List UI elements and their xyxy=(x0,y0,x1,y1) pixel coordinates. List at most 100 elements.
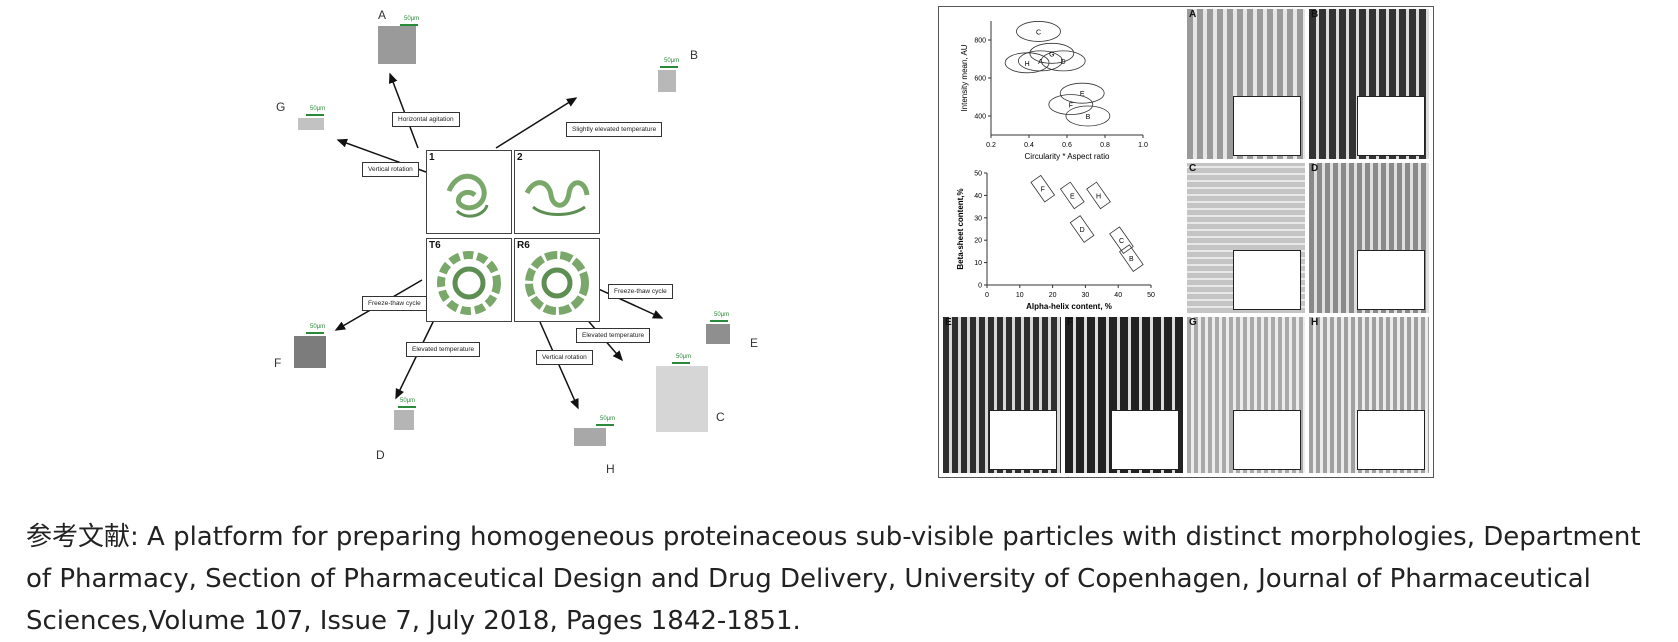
scale-label: 50μm xyxy=(676,354,692,360)
series-box-e xyxy=(1059,181,1085,210)
particle-thumbnail-e xyxy=(706,324,730,344)
arrow-h xyxy=(539,321,579,410)
x-tick-label: 0 xyxy=(985,292,989,299)
micrograph-panel-f: F xyxy=(1065,317,1183,473)
micrograph-panel-g: G xyxy=(1187,317,1305,473)
x-tick-label: 0.6 xyxy=(1062,142,1072,149)
y-axis-label: Beta-sheet content,% xyxy=(956,188,965,269)
series-label-g: G xyxy=(1049,51,1054,58)
particle-label-d: D xyxy=(376,448,385,462)
protein-panel-label: R6 xyxy=(517,240,530,251)
protein-particle-diagram: 1 2 T6 R6 Horizontal agitation Slightly … xyxy=(270,0,770,480)
series-ellipse-f xyxy=(1048,94,1094,115)
scale-label: 50μm xyxy=(714,312,730,318)
reference-caption: 参考文献: A platform for preparing homogeneo… xyxy=(26,522,1641,636)
size-distribution-inset xyxy=(1357,96,1425,156)
scale-label: 50μm xyxy=(400,398,416,404)
scale-label: 50μm xyxy=(310,106,326,112)
micrograph-panel-e: E xyxy=(943,317,1061,473)
protein-panel-label: T6 xyxy=(429,240,441,251)
arrow-d xyxy=(395,319,435,400)
particle-label-b: B xyxy=(690,48,699,62)
particle-thumbnail-g xyxy=(298,118,324,130)
size-distribution-inset xyxy=(1111,410,1179,470)
scale-bar xyxy=(400,24,418,26)
micrograph-panel-b: B xyxy=(1309,9,1429,159)
protein-panel-t6: T6 xyxy=(426,238,512,322)
micrograph-label: A xyxy=(1189,9,1197,20)
arrow-b xyxy=(495,97,578,149)
series-box-c xyxy=(1109,226,1134,255)
micrograph-panel-a: A xyxy=(1187,9,1305,159)
series-label-e: E xyxy=(1080,91,1085,98)
series-label-c: C xyxy=(1036,29,1041,36)
condition-slightly-elevated-temperature: Slightly elevated temperature xyxy=(566,122,663,137)
x-tick-label: 10 xyxy=(1016,292,1024,299)
size-distribution-inset xyxy=(1357,250,1425,310)
particle-thumbnail-b xyxy=(658,70,676,92)
arrow-a xyxy=(388,72,419,149)
scale-label: 50μm xyxy=(600,416,616,422)
micrograph-label: D xyxy=(1311,163,1319,174)
y-tick-label: 20 xyxy=(974,238,982,245)
micrograph-label: F xyxy=(1067,317,1074,328)
series-label-b: B xyxy=(1129,256,1134,263)
scale-bar xyxy=(710,320,728,322)
x-tick-label: 0.2 xyxy=(986,142,996,149)
condition-elevated-temperature-right: Elevated temperature xyxy=(576,328,651,343)
particle-label-g: G xyxy=(276,100,286,114)
series-label-a: A xyxy=(1038,59,1043,66)
y-tick-label: 0 xyxy=(978,283,982,290)
x-tick-label: 20 xyxy=(1049,292,1057,299)
y-axis-label: Intensity mean, AU xyxy=(960,44,969,111)
series-label-e: E xyxy=(1070,193,1075,200)
particle-thumbnail-d xyxy=(394,410,414,430)
protein-structure-image xyxy=(437,251,501,315)
series-box-f xyxy=(1030,174,1056,203)
series-label-b: B xyxy=(1086,114,1091,121)
series-ellipse-e xyxy=(1059,82,1105,104)
protein-panel-label: 2 xyxy=(517,152,523,163)
scale-bar xyxy=(672,362,690,364)
size-distribution-inset xyxy=(989,410,1057,470)
series-ellipse-c xyxy=(1016,21,1061,42)
particle-label-c: C xyxy=(716,410,725,424)
scale-bar xyxy=(398,406,416,408)
size-distribution-inset xyxy=(1233,96,1301,156)
x-tick-label: 1.0 xyxy=(1138,142,1148,149)
y-tick-label: 600 xyxy=(974,76,986,83)
x-tick-label: 0.4 xyxy=(1024,142,1034,149)
protein-panel-2: 2 xyxy=(514,150,600,234)
micrograph-panel-c: C xyxy=(1187,163,1305,313)
particle-label-h: H xyxy=(606,462,615,476)
micrograph-label: G xyxy=(1189,317,1197,328)
series-label-h: H xyxy=(1096,193,1101,200)
micrograph-label: H xyxy=(1311,317,1319,328)
particle-label-e: E xyxy=(750,336,759,350)
series-box-b xyxy=(1118,244,1144,272)
x-tick-label: 50 xyxy=(1147,292,1155,299)
series-label-h: H xyxy=(1025,61,1030,68)
micrograph-label: C xyxy=(1189,163,1197,174)
condition-elevated-temperature-left: Elevated temperature xyxy=(406,342,481,357)
protein-structure-image xyxy=(525,251,589,315)
micrograph-label: B xyxy=(1311,9,1319,20)
series-box-d xyxy=(1069,215,1095,243)
scale-label: 50μm xyxy=(664,58,680,64)
scale-label: 50μm xyxy=(310,324,326,330)
protein-structure-image xyxy=(446,173,489,218)
series-label-d: D xyxy=(1080,227,1085,234)
micrograph-panel-h: H xyxy=(1309,317,1429,473)
series-ellipse-b xyxy=(1065,105,1111,127)
scale-bar xyxy=(306,114,324,116)
series-ellipse-h xyxy=(1004,52,1050,74)
series-ellipse-d xyxy=(1040,50,1086,72)
x-tick-label: 30 xyxy=(1082,292,1090,299)
protein-panel-label: 1 xyxy=(429,152,435,163)
series-ellipse-g xyxy=(1029,42,1075,64)
protein-panel-r6: R6 xyxy=(514,238,600,322)
x-tick-label: 40 xyxy=(1114,292,1122,299)
condition-freeze-thaw-left: Freeze-thaw cycle xyxy=(362,296,427,311)
